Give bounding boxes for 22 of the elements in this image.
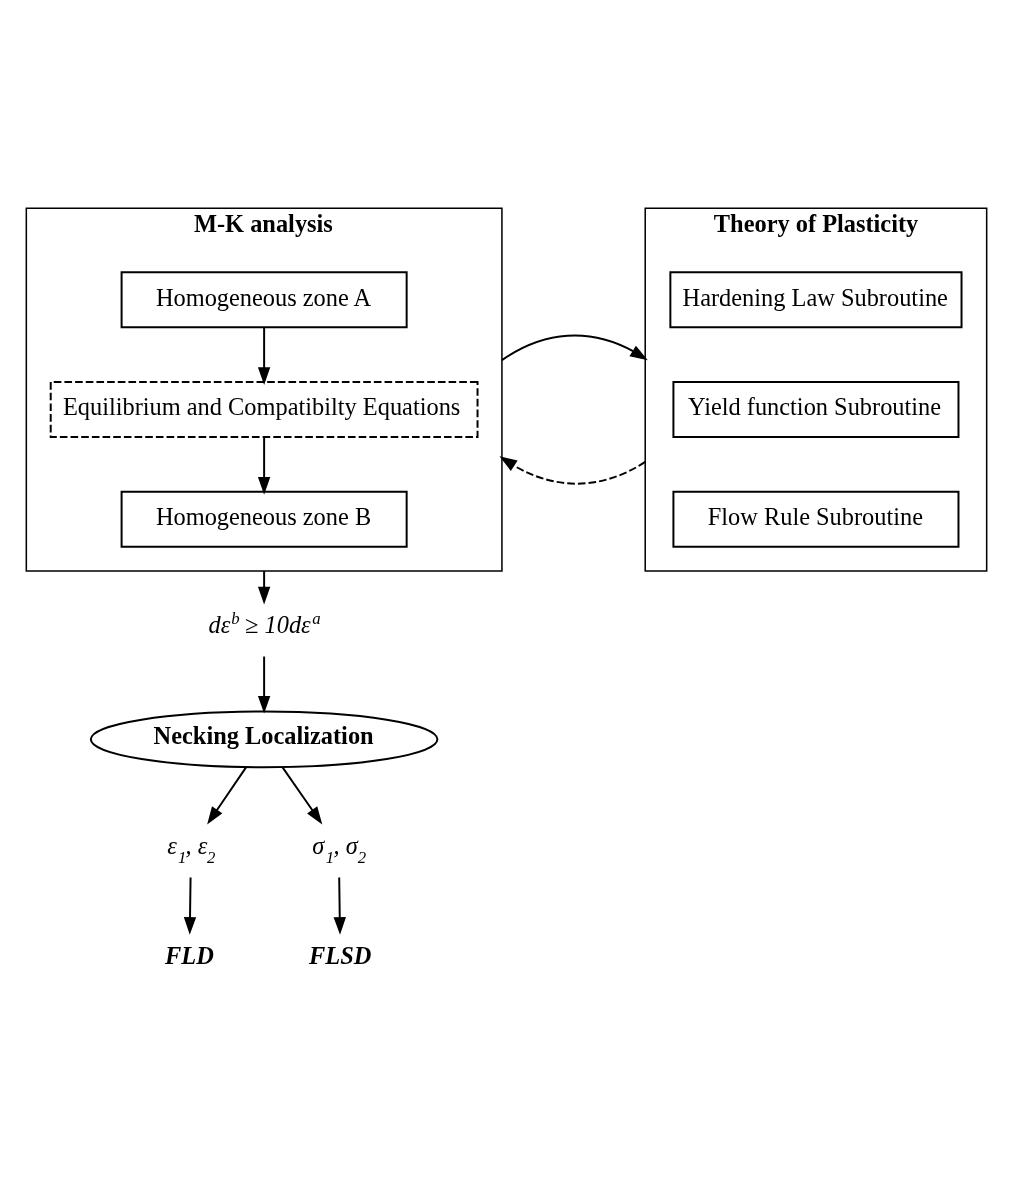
arrow <box>257 326 271 385</box>
arrow <box>499 456 647 485</box>
node-box: Yield function Subroutine <box>672 381 960 438</box>
node-text: dε$^{b}$ ≥ 10dε$^{a}$ <box>208 608 321 639</box>
arrow <box>257 570 271 605</box>
node-box: Equilibrium and Compatibilty Equations <box>49 381 479 438</box>
node-box: Homogeneous zone B <box>120 490 408 548</box>
node-box: Homogeneous zone A <box>120 271 408 329</box>
node-text: FLSD <box>309 941 372 969</box>
arrow <box>500 334 648 362</box>
node-text: ε$_{1}$, ε$_{2}$ <box>167 831 216 868</box>
node-ellipse: Necking Localization <box>89 710 439 769</box>
node-text: FLD <box>165 941 214 969</box>
node-text: σ$_{1}$, σ$_{2}$ <box>312 831 367 868</box>
node-box: Flow Rule Subroutine <box>672 490 960 548</box>
arrow <box>257 655 271 714</box>
arrow <box>333 876 346 935</box>
node-box: Hardening Law Subroutine <box>669 271 963 329</box>
arrow <box>183 876 197 935</box>
arrow <box>281 766 323 825</box>
arrow <box>207 766 247 825</box>
arrow <box>257 436 271 495</box>
